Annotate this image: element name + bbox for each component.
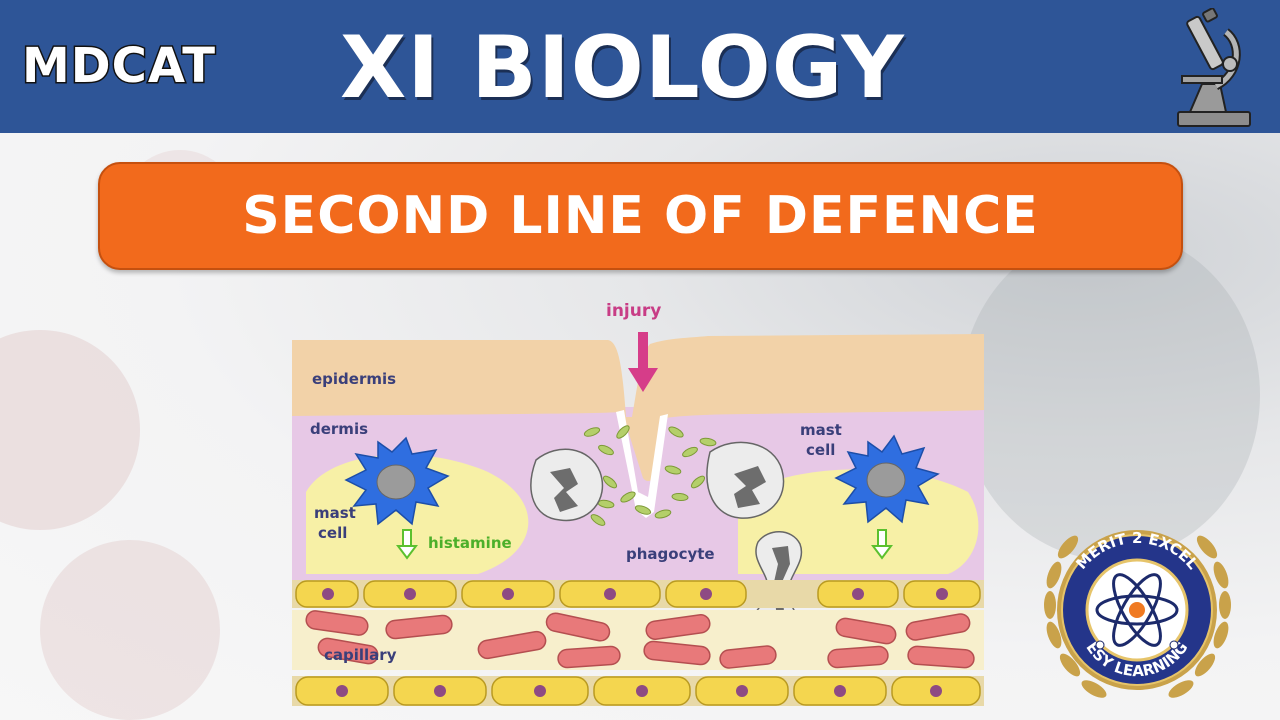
header-bar: MDCAT XI BIOLOGY [0, 0, 1280, 133]
star-icon [1095, 640, 1105, 650]
mast-cell-right-label-line1: mast [800, 421, 842, 439]
epidermis-layer [292, 334, 984, 481]
histamine-arrow-icon [396, 529, 418, 560]
mast-cell [344, 436, 450, 526]
injury-label: injury [606, 301, 661, 321]
capillary-wall-top [292, 580, 984, 608]
atom-nucleus [1129, 602, 1145, 618]
phagocyte-label: phagocyte [626, 545, 715, 563]
course-title: XI BIOLOGY [340, 18, 905, 118]
bacteria-cluster [579, 425, 717, 526]
capillary-wall-bottom [292, 676, 984, 706]
injury-arrow-icon [628, 332, 658, 392]
laurel-wreath [1044, 535, 1231, 698]
mast-cell-left-label-line2: cell [318, 524, 347, 542]
skin-injury-diagram: injury epidermis dermis mast cell mast c… [292, 301, 984, 706]
mdcat-badge: MDCAT [21, 37, 217, 96]
topic-title: SECOND LINE OF DEFENCE [242, 186, 1039, 246]
topic-banner: SECOND LINE OF DEFENCE [98, 162, 1183, 270]
merit-2-excel-logo: MERIT 2 EXCEL ESY LEARNING [1044, 529, 1231, 698]
atom-icon [1095, 573, 1179, 647]
capillary-label: capillary [324, 646, 397, 664]
red-blood-cells [305, 610, 975, 669]
wound-gap [616, 410, 668, 518]
epidermis-label: epidermis [312, 370, 396, 388]
phagocyte-cell [706, 441, 785, 519]
mast-cell-right-label-line2: cell [806, 441, 835, 459]
mast-cell [834, 434, 940, 524]
star-icon [1169, 640, 1179, 650]
dermis-label: dermis [310, 420, 368, 438]
phagocyte-cell [530, 448, 604, 522]
histamine-arrow-icon [871, 529, 893, 560]
microscope-icon [1177, 8, 1251, 127]
background-virus-shape [40, 540, 220, 720]
mast-cell-left-label-line1: mast [314, 504, 356, 522]
background-virus-shape [0, 330, 140, 530]
histamine-label: histamine [428, 534, 512, 552]
background-silhouette [960, 230, 1260, 560]
